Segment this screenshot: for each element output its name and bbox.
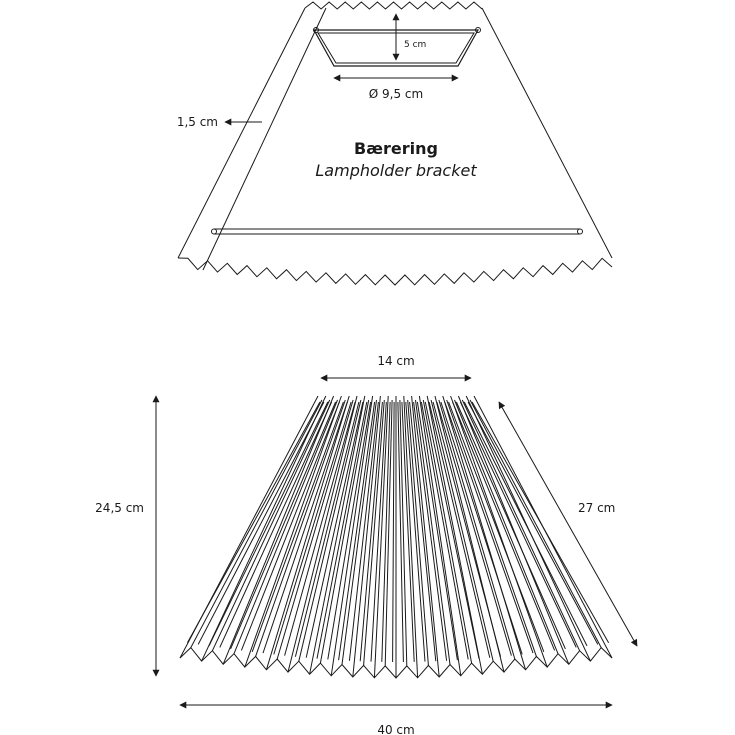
pleat-inner-fold <box>381 401 391 662</box>
pleat-fold <box>287 395 358 673</box>
slant-dimension-line <box>498 401 638 647</box>
pleat-fold <box>352 395 381 678</box>
pleat-inner-fold <box>405 401 426 662</box>
pleat-fold <box>211 399 331 651</box>
pleat-inner-fold <box>327 401 372 660</box>
bracket-ring <box>312 27 481 67</box>
inner-left-wall <box>202 7 327 271</box>
pleat-fold <box>403 395 419 678</box>
bottom-width-label: 40 cm <box>377 723 414 735</box>
pleat-inner-fold <box>208 401 329 647</box>
pleat-fold <box>473 395 613 659</box>
pleat-fold <box>407 399 429 666</box>
pleat-inner-fold <box>273 401 352 655</box>
pleat-fold <box>244 395 342 668</box>
pleat-inner-fold <box>294 401 360 657</box>
pleat-inner-fold <box>284 401 356 656</box>
shade-pleats <box>179 395 613 679</box>
wall-thickness-label: 1,5 cm <box>177 115 218 129</box>
pleat-fold <box>465 395 591 662</box>
pleat-inner-fold <box>413 401 448 661</box>
pleat-fold <box>341 399 377 665</box>
bracket-subtitle: Lampholder bracket <box>315 161 477 180</box>
pleat-inner-fold <box>416 401 458 661</box>
pleat-inner-fold <box>424 401 480 659</box>
outer-left-wall <box>177 7 306 259</box>
pleat-fold <box>442 395 527 670</box>
pleat-inner-fold <box>230 401 337 650</box>
pleat-fold <box>430 399 494 662</box>
pleat-fold <box>434 395 505 673</box>
pleat-fold <box>190 399 323 648</box>
bottom-pleat-edge <box>177 257 613 286</box>
ring-height-label: 5 cm <box>404 40 426 50</box>
pleat-fold <box>384 399 393 666</box>
pleat-inner-fold <box>251 401 344 652</box>
pleat-inner-fold <box>392 401 395 663</box>
pleat-fold <box>373 395 389 678</box>
pleat-inner-fold <box>219 401 333 648</box>
shade-bottom-edge <box>179 646 613 679</box>
pleat-inner-fold <box>316 401 368 659</box>
pleat-inner-fold <box>409 401 437 662</box>
slant-label: 27 cm <box>578 501 615 515</box>
pleat-fold <box>330 395 374 676</box>
pleat-fold <box>222 395 335 665</box>
pleat-fold <box>201 395 327 662</box>
pleat-fold <box>363 399 385 666</box>
pleat-fold <box>276 399 354 660</box>
pleat-fold <box>415 399 451 665</box>
bracket-section-view: 5 cm Ø 9,5 cm 1,5 cm Bærering Lampholder… <box>177 1 613 286</box>
pleat-fold <box>298 399 362 662</box>
pleat-fold <box>418 395 462 676</box>
pleat-fold <box>426 395 483 675</box>
pleat-inner-fold <box>436 401 512 656</box>
ring-diameter-label: Ø 9,5 cm <box>369 87 423 101</box>
pleat-fold <box>309 395 366 675</box>
outer-right-wall <box>481 7 613 259</box>
pleat-fold <box>255 399 346 657</box>
pleat-fold <box>233 399 338 654</box>
pleat-inner-fold <box>428 401 491 658</box>
pleat-inner-fold <box>370 401 387 662</box>
pleat-inner-fold <box>240 401 340 651</box>
pleat-inner-fold <box>338 401 376 661</box>
pleat-fold <box>399 399 408 666</box>
pleat-inner-fold <box>348 401 379 661</box>
top-pleat-edge <box>304 1 483 10</box>
pleat-inner-fold <box>420 401 469 660</box>
pleat-fold <box>411 395 440 678</box>
pleat-inner-fold <box>359 401 383 662</box>
support-rod <box>211 228 583 235</box>
pleat-inner-fold <box>305 401 364 658</box>
pleat-inner-fold <box>397 401 404 663</box>
pleat-fold <box>438 399 516 660</box>
pleat-inner-fold <box>197 401 325 645</box>
pleat-fold <box>265 395 350 670</box>
bracket-title: Bærering <box>354 139 438 158</box>
pleat-fold <box>319 399 370 664</box>
pleat-fold <box>422 399 473 664</box>
height-label: 24,5 cm <box>95 501 144 515</box>
pleat-inner-fold <box>262 401 348 654</box>
top-width-label: 14 cm <box>377 354 414 368</box>
pleat-inner-fold <box>186 401 321 644</box>
pleated-shade-view: 14 cm 24,5 cm 27 cm 40 cm <box>95 354 638 735</box>
pleat-inner-fold <box>401 401 415 662</box>
